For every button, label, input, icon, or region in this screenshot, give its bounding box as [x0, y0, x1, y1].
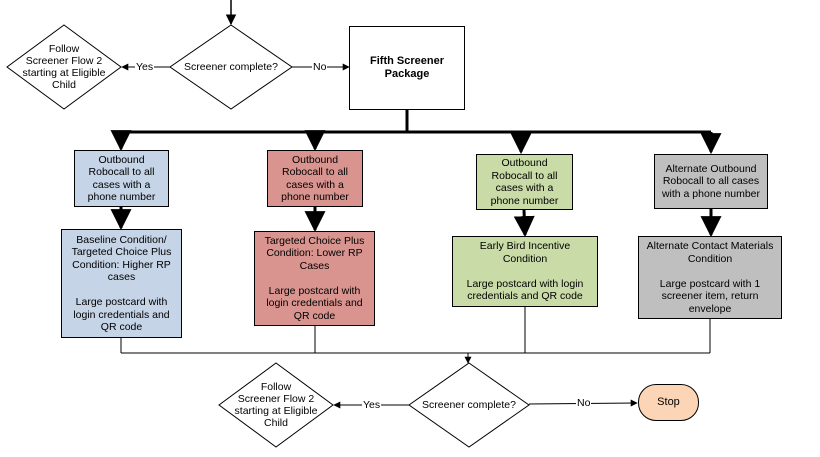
decision-bottom-label: Screener complete? [422, 399, 516, 411]
no-bottom-label: No [576, 397, 592, 409]
condition-box-1: Baseline Condition/ Targeted Choice Plus… [61, 229, 182, 338]
follow-bottom-label: Follow Screener Flow 2 starting at Eligi… [234, 381, 318, 429]
yes-bottom-label: Yes [362, 399, 382, 411]
stop-terminator: Stop [638, 384, 699, 421]
condition-box-3: Early Bird Incentive Condition Large pos… [452, 236, 598, 307]
robocall-box-2: Outbound Robocall to all cases with a ph… [267, 150, 363, 207]
no-top-label: No [312, 61, 328, 73]
condition-box-4: Alternate Contact Materials Condition La… [638, 236, 782, 319]
follow-top-diamond [6, 24, 122, 110]
follow-bottom-diamond [218, 362, 334, 448]
fifth-screener-package: Fifth Screener Package [349, 26, 465, 110]
robocall-box-3: Outbound Robocall to all cases with a ph… [476, 154, 573, 210]
decision-top-label: Screener complete? [184, 61, 278, 73]
robocall-box-1: Outbound Robocall to all cases with a ph… [74, 150, 169, 207]
condition-box-2: Targeted Choice Plus Condition: Lower RP… [254, 231, 375, 326]
decision-top-diamond [169, 24, 293, 110]
follow-top-label: Follow Screener Flow 2 starting at Eligi… [22, 43, 106, 91]
yes-top-label: Yes [135, 61, 155, 73]
robocall-box-4: Alternate Outbound Robocall to all cases… [654, 154, 768, 209]
decision-bottom-diamond [408, 362, 530, 448]
